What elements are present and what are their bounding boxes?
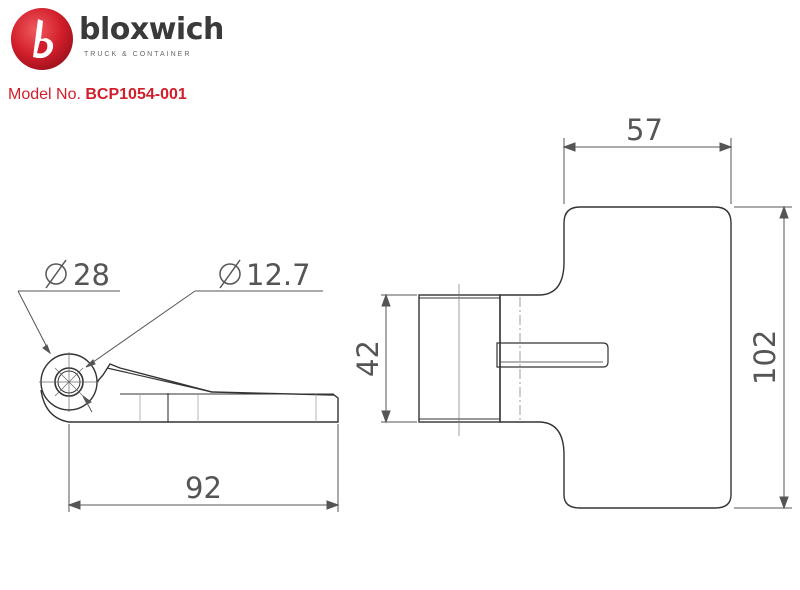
diameter-127-leader — [85, 290, 323, 368]
dim-diameter-28: 28 — [73, 258, 110, 292]
dim-barrel-42: 42 — [351, 340, 385, 377]
length-92-dimension — [67, 424, 340, 512]
barrel-42-dimension — [381, 293, 417, 424]
plate-outline — [499, 206, 732, 509]
brand-name: bloxwich — [79, 12, 224, 47]
diameter-127-label: 12.7 — [219, 258, 311, 292]
front-view — [418, 206, 732, 509]
barrel-body — [418, 294, 501, 423]
width-57-dimension — [562, 138, 733, 204]
model-line: Model No. BCP1054-001 — [8, 86, 187, 104]
dim-length-92: 92 — [185, 471, 222, 505]
model-label: Model No. — [8, 86, 81, 103]
height-102-dimension — [734, 205, 792, 510]
center-lines-side — [39, 352, 99, 412]
side-view — [40, 353, 339, 423]
dim-width-57: 57 — [626, 113, 663, 147]
center-lines-front — [458, 284, 521, 436]
leaf-top-line — [106, 367, 213, 393]
slot — [496, 342, 609, 368]
dim-height-102: 102 — [748, 330, 782, 385]
dim-diameter-127: 12.7 — [246, 258, 311, 292]
diameter-28-label: 28 — [45, 258, 110, 292]
diameter-28-leader — [17, 290, 120, 413]
leaf-profile — [40, 363, 339, 423]
model-number: BCP1054-001 — [85, 86, 187, 103]
bloxwich-logo — [11, 8, 73, 70]
brand-tagline: TRUCK & CONTAINER — [84, 51, 192, 58]
